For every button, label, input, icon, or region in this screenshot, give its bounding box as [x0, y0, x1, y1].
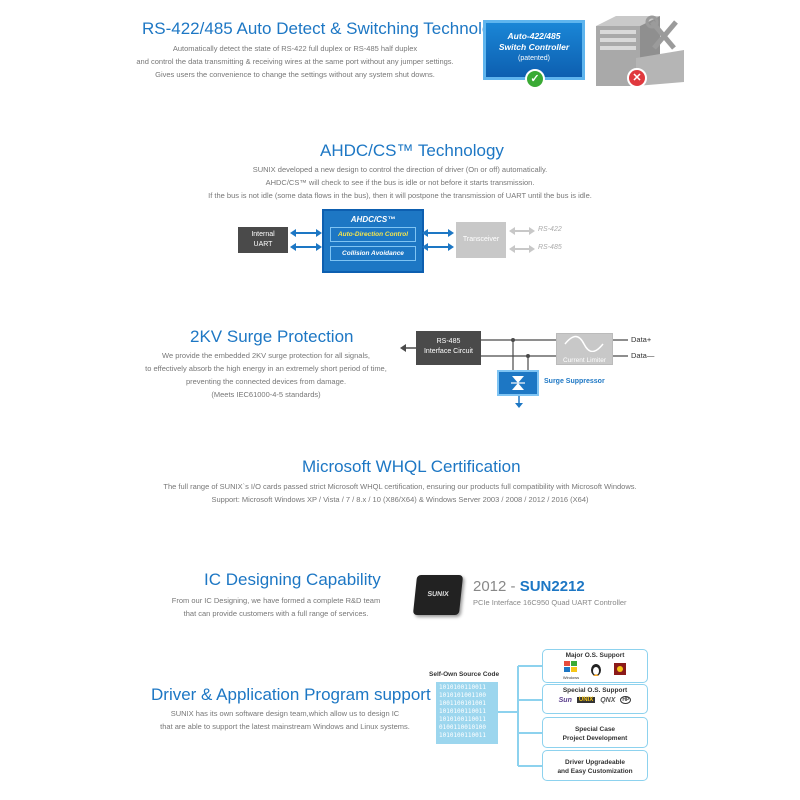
code-line-6: 0100110010100	[439, 724, 486, 731]
switch-controller-patented: (patented)	[518, 55, 550, 62]
rs485-title: RS-422/485 Auto Detect & Switching Techn…	[142, 19, 510, 38]
auto-direction-label: Auto-Direction Control	[337, 231, 409, 238]
code-line-4: 1010100110011	[439, 708, 486, 715]
driver-line-1: SUNIX has its own software design team,w…	[170, 709, 400, 718]
surge-line-4: (Meets IEC61000-4-5 standards)	[211, 390, 321, 399]
connector-lines	[498, 665, 542, 767]
whql-description: The full range of SUNIX`s I/O cards pass…	[100, 480, 700, 506]
code-line-3: 1001100101001	[439, 700, 486, 707]
suppressor-icon	[511, 376, 525, 390]
surge-description: We provide the embedded 2KV surge protec…	[128, 349, 404, 401]
switch-controller-title-2: Switch Controller	[498, 42, 570, 52]
surge-line-3: preventing the connected devices from da…	[185, 377, 347, 386]
surge-line-2: to effectively absorb the high energy in…	[145, 364, 387, 373]
auto-direction-control: Auto-Direction Control	[330, 227, 416, 242]
data-minus-label: Data—	[631, 351, 655, 360]
ic-model: SUN2212	[519, 578, 585, 595]
major-os-label: Major O.S. Support	[565, 652, 625, 659]
sun-logo: Sun	[558, 696, 572, 704]
major-os-support-box: Major O.S. Support Windows	[542, 649, 648, 683]
ahdc-line-2: AHDC/CS™ will check to see if the bus is…	[265, 178, 535, 187]
source-code-block: 1010100110011 1010101001100 100110010100…	[436, 682, 498, 744]
rs485-line-2: and control the data transmitting & rece…	[136, 57, 454, 66]
ic-year: 2012 -	[473, 578, 520, 595]
special-case-box: Special Case Project Development	[542, 717, 648, 748]
internal-uart-line-2: UART	[253, 241, 273, 248]
ic-line-1: From our IC Designing, we have formed a …	[171, 596, 381, 605]
whql-title: Microsoft WHQL Certification	[302, 457, 521, 476]
bidirectional-arrows-icon	[290, 229, 322, 251]
driver-title: Driver & Application Program support	[151, 685, 431, 704]
check-icon: ✓	[525, 69, 545, 89]
ahdc-chip-title: AHDC/CS™	[350, 215, 396, 224]
ic-model-desc: PCIe Interface 16C950 Quad UART Controll…	[473, 598, 627, 607]
special-os-icons: Sun UNIX QNX HP	[543, 696, 647, 704]
ic-title: IC Designing Capability	[204, 570, 381, 589]
close-icon: ✕	[627, 68, 647, 88]
surge-line-1: We provide the embedded 2KV surge protec…	[162, 351, 370, 360]
interface-circuit-box: RS-485 Interface Circuit	[416, 331, 481, 365]
surge-suppressor-label: Surge Suppressor	[544, 378, 605, 385]
code-line-7: 1010100110011	[439, 732, 486, 739]
ic-chip-label: SUNIX	[426, 591, 450, 598]
special-os-support-box: Special O.S. Support Sun UNIX QNX HP	[542, 684, 648, 714]
bidirectional-arrows-icon-2	[422, 229, 454, 251]
interface-circuit-line-2: Interface Circuit	[423, 348, 474, 355]
switch-controller-title-1: Auto-422/485	[507, 31, 561, 41]
ahdc-description: SUNIX developed a new design to control …	[140, 163, 660, 202]
whql-line-2: Support: Microsoft Windows XP / Vista / …	[211, 495, 589, 504]
driver-upgradeable-box: Driver Upgradeable and Easy Customizatio…	[542, 750, 648, 781]
down-arrow-icon	[515, 396, 523, 408]
ahdc-title: AHDC/CS™ Technology	[320, 141, 504, 160]
ic-chip-image: SUNIX	[412, 575, 464, 615]
surge-suppressor-box	[497, 370, 539, 396]
hp-logo: HP	[620, 696, 632, 704]
ic-description: From our IC Designing, we have formed a …	[160, 594, 392, 620]
ic-line-2: that can provide customers with a full r…	[183, 609, 369, 618]
code-line-2: 1010101001100	[439, 692, 486, 699]
windows-icon: Windows	[563, 661, 579, 680]
surge-title: 2KV Surge Protection	[190, 327, 354, 346]
rs485-label: RS-485	[538, 244, 562, 251]
current-limiter-label: Current Limiter	[563, 357, 606, 364]
collision-avoidance: Collision Avoidance	[330, 246, 416, 261]
rs485-line-3: Gives users the convenience to change th…	[155, 70, 435, 79]
code-line-1: 1010100110011	[439, 684, 486, 691]
unix-logo: UNIX	[576, 697, 596, 703]
ahdc-line-1: SUNIX developed a new design to control …	[252, 165, 548, 174]
major-os-icons: Windows	[543, 661, 647, 680]
driver-description: SUNIX has its own software design team,w…	[140, 707, 430, 733]
sine-wave-icon	[564, 335, 604, 353]
qnx-logo: QNX	[600, 696, 616, 704]
rs422-label: RS-422	[538, 226, 562, 233]
ahdc-chip-box: AHDC/CS™ Auto-Direction Control Collisio…	[322, 209, 424, 273]
driver-line-2: that are able to support the latest main…	[160, 722, 410, 731]
special-os-label: Special O.S. Support	[562, 687, 628, 694]
source-code-label: Self-Own Source Code	[429, 671, 500, 678]
rs485-line-1: Automatically detect the state of RS-422…	[172, 44, 418, 53]
internal-uart-line-1: Internal	[251, 231, 275, 238]
code-line-5: 1010100110011	[439, 716, 486, 723]
grey-arrows-icon	[509, 227, 535, 253]
server-tools-icon	[596, 15, 684, 86]
gnu-icon	[614, 663, 627, 675]
interface-circuit-line-1: RS-485	[436, 338, 461, 345]
ic-model-heading: 2012 - SUN2212	[473, 578, 585, 595]
transceiver-box: Transceiver	[456, 222, 506, 258]
data-plus-label: Data+	[631, 335, 652, 344]
whql-line-1: The full range of SUNIX`s I/O cards pass…	[163, 482, 637, 491]
rs485-description: Automatically detect the state of RS-422…	[100, 42, 490, 81]
current-limiter-box: Current Limiter	[556, 333, 613, 365]
linux-penguin-icon	[591, 664, 602, 676]
ahdc-line-3: If the bus is not idle (some data flows …	[208, 191, 592, 200]
windows-label: Windows	[562, 675, 580, 680]
internal-uart-box: Internal UART	[238, 227, 288, 253]
